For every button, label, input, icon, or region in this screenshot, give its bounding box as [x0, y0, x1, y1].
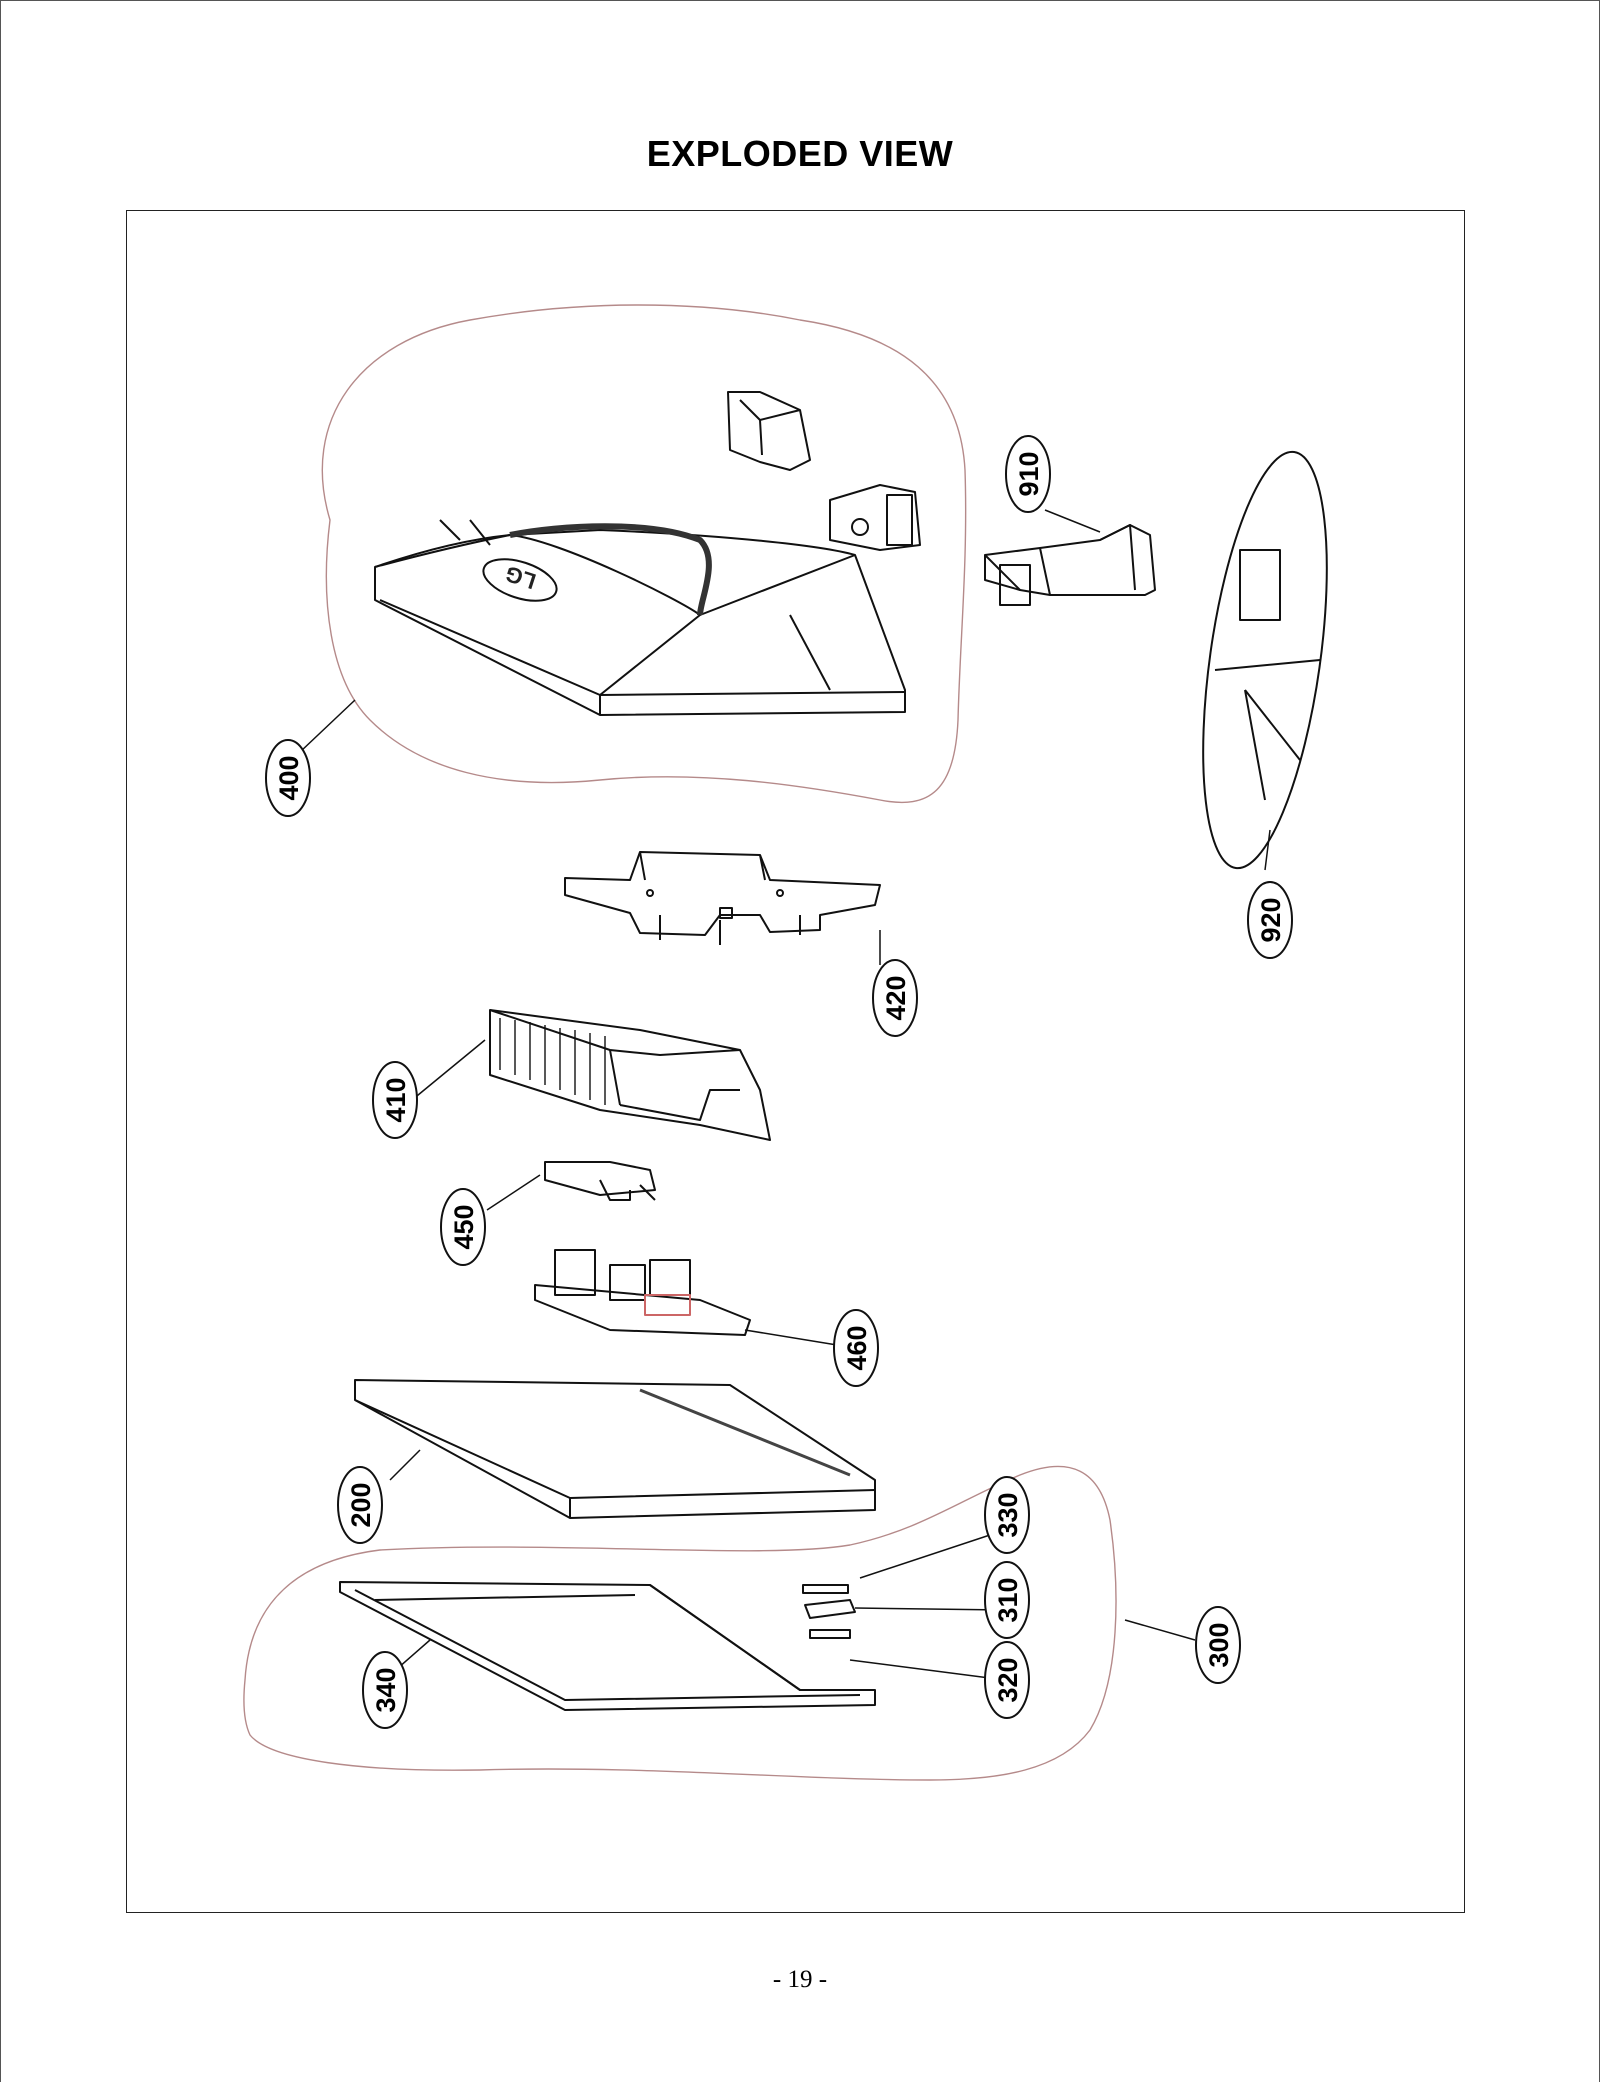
hinge [829, 484, 921, 551]
page-number: - 19 - [772, 1966, 828, 1993]
front-bezel-340 [339, 1581, 876, 1711]
page-title: EXPLODED VIEW [646, 133, 954, 174]
svg-text:410: 410 [381, 1077, 411, 1122]
callout-420: 420 [872, 959, 918, 1037]
callout-450: 450 [440, 1188, 486, 1266]
callout-310: 310 [984, 1561, 1030, 1639]
board-450 [544, 1161, 656, 1201]
callout-460: 460 [833, 1309, 879, 1387]
hinge-cover [727, 391, 811, 471]
group-outline-400 [321, 304, 967, 804]
callout-200: 200 [337, 1466, 383, 1544]
svg-text:300: 300 [1204, 1622, 1234, 1667]
main-bracket-420 [564, 851, 881, 945]
svg-text:340: 340 [371, 1667, 401, 1712]
shield-410 [489, 1009, 771, 1141]
diagram-frame [126, 210, 1465, 1913]
leader-lines [299, 509, 1271, 1681]
callout-400: 400 [265, 739, 311, 817]
svg-text:460: 460 [842, 1325, 872, 1370]
svg-text:200: 200 [346, 1482, 376, 1527]
rear-cover-400: LG [374, 519, 906, 716]
callout-910: 910 [1005, 435, 1051, 513]
stand-neck-910 [984, 524, 1156, 606]
svg-text:420: 420 [881, 975, 911, 1020]
callout-920: 920 [1247, 881, 1293, 959]
svg-text:400: 400 [274, 755, 304, 800]
part-330 [802, 1584, 849, 1594]
svg-text:320: 320 [993, 1657, 1023, 1702]
svg-text:920: 920 [1256, 897, 1286, 942]
callout-300: 300 [1195, 1606, 1241, 1684]
svg-text:910: 910 [1014, 451, 1044, 496]
svg-text:310: 310 [993, 1577, 1023, 1622]
stand-base-920 [1202, 450, 1328, 870]
part-320 [809, 1629, 851, 1639]
callout-410: 410 [372, 1061, 418, 1139]
part-310 [804, 1599, 856, 1619]
svg-text:450: 450 [449, 1204, 479, 1249]
callout-330: 330 [984, 1476, 1030, 1554]
callout-320: 320 [984, 1641, 1030, 1719]
lcd-panel-200 [354, 1379, 876, 1519]
callout-340: 340 [362, 1651, 408, 1729]
svg-text:330: 330 [993, 1492, 1023, 1537]
power-board-460 [534, 1249, 751, 1336]
group-outline-300 [243, 1465, 1117, 1781]
